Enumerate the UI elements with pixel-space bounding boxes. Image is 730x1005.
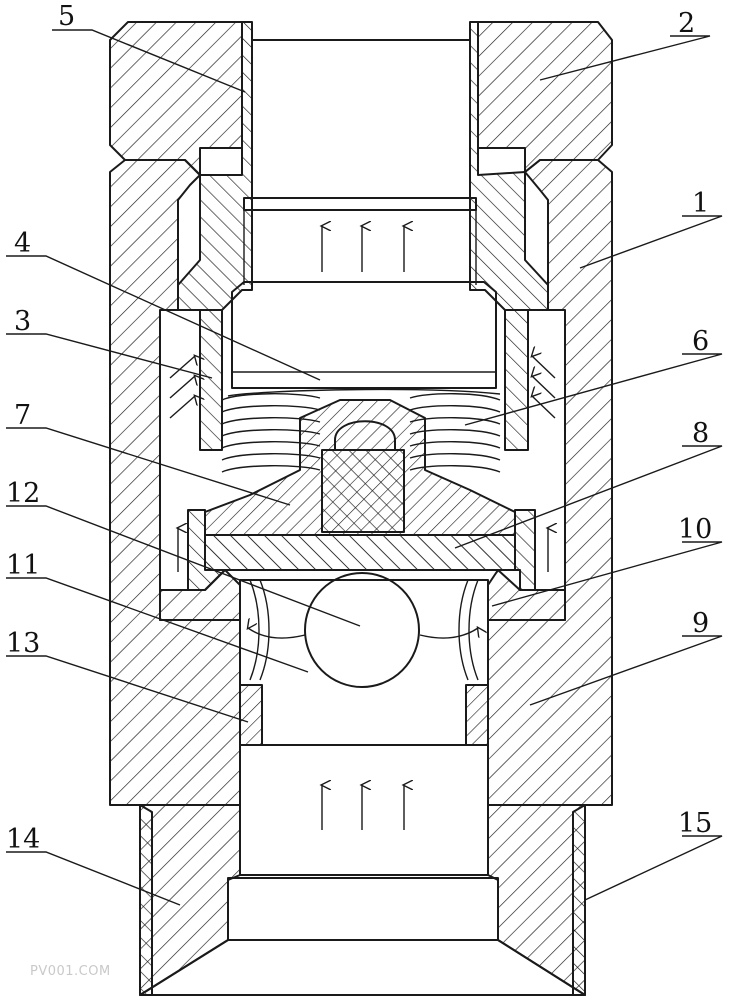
part-number-labels: 5 2 1 4 3 6 7 8 12 10 11 9 13 14 15 xyxy=(6,1,712,855)
label-6: 6 xyxy=(692,326,709,357)
label-13: 13 xyxy=(6,628,40,659)
label-12: 12 xyxy=(6,478,40,509)
leader-lines xyxy=(6,29,723,906)
label-7: 7 xyxy=(14,400,31,431)
bottom-section xyxy=(139,744,586,996)
label-15: 15 xyxy=(678,808,712,839)
part-2-cap xyxy=(109,21,613,176)
part-11-ball xyxy=(304,572,420,688)
label-3: 3 xyxy=(14,306,31,337)
label-14: 14 xyxy=(6,824,40,855)
label-2: 2 xyxy=(678,8,695,39)
label-4: 4 xyxy=(14,228,31,259)
part-4-piston xyxy=(231,281,497,389)
label-8: 8 xyxy=(692,418,709,449)
upper-bore xyxy=(243,39,477,285)
part-8-plate xyxy=(187,509,536,591)
part-6-spring xyxy=(221,388,501,473)
flow-arrows xyxy=(169,226,555,830)
lower-chamber xyxy=(239,572,489,746)
label-1: 1 xyxy=(692,188,709,219)
part-7-holder xyxy=(204,399,516,536)
watermark: PV001.COM xyxy=(30,964,111,979)
part-9-lower-body xyxy=(159,569,566,621)
part-3-guide xyxy=(199,309,529,451)
label-10: 10 xyxy=(678,514,712,545)
label-5: 5 xyxy=(58,1,75,32)
label-11: 11 xyxy=(6,550,40,581)
label-9: 9 xyxy=(692,608,709,639)
